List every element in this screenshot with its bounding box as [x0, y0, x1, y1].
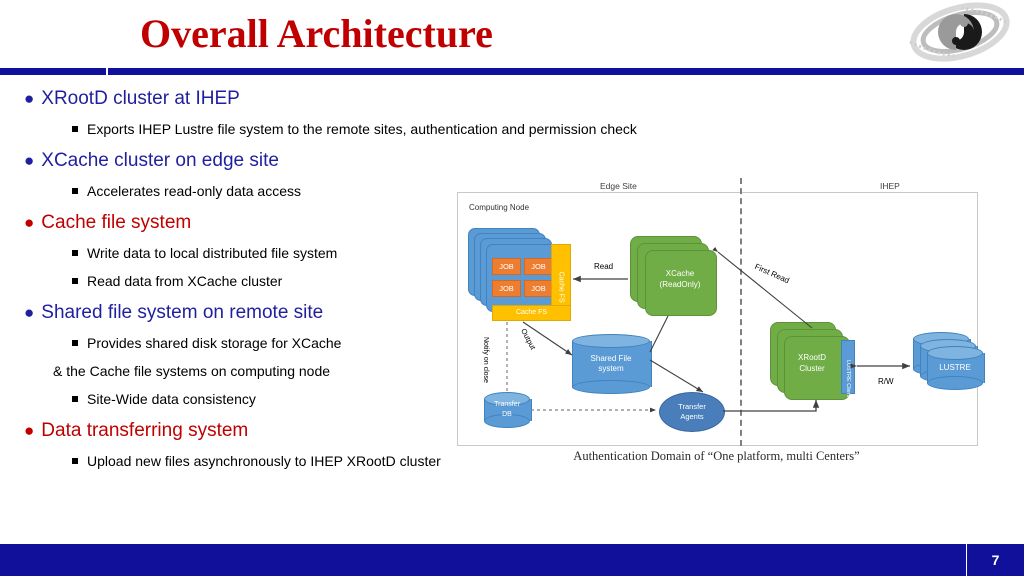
- bullet-text: & the Cache file systems on computing no…: [53, 363, 331, 379]
- cylinder-top: [572, 334, 650, 348]
- diagram-zone-label-ihep: IHEP: [880, 181, 900, 191]
- transfer-agents-line1: Transfer: [678, 402, 706, 411]
- xcache-label-line1: XCache: [665, 269, 695, 278]
- bullet-square-icon: [72, 458, 78, 464]
- bullet-square-icon: [72, 126, 78, 132]
- lustre-cylinder: LUSTRE: [927, 346, 985, 390]
- xrootd-cluster-label: XRootD Cluster: [784, 352, 840, 374]
- bullet-text: Cache file system: [41, 212, 192, 233]
- computing-node-label: Computing Node: [469, 203, 530, 212]
- cache-fs-horizontal-panel: Cache FS: [492, 305, 571, 321]
- job-box: JOB: [492, 280, 521, 297]
- bullet-square-icon: [72, 188, 78, 194]
- diagram-caption: Authentication Domain of “One platform, …: [573, 449, 860, 463]
- transfer-agents-line2: Agents: [680, 412, 704, 421]
- lustre-client-label: LUSTRE Client: [845, 360, 851, 398]
- transfer-db-label: Transfer DB: [484, 392, 530, 428]
- footer-bar: [0, 544, 1024, 576]
- job-box: JOB: [492, 258, 521, 275]
- bullet-level2: Provides shared disk storage for XCache: [72, 334, 474, 352]
- bullet-dot-icon: ●: [24, 213, 35, 232]
- shared-file-system-label: Shared File system: [572, 334, 650, 394]
- ihep-spiral-logo: [902, 2, 1014, 64]
- bullet-dot-icon: ●: [24, 151, 35, 170]
- job-box: JOB: [524, 258, 553, 275]
- bullet-level2: Read data from XCache cluster: [72, 272, 474, 290]
- transfer-db-cylinder: Transfer DB: [484, 392, 532, 428]
- bullet-level2: Accelerates read-only data access: [72, 182, 474, 200]
- transfer-agents-node: Transfer Agents: [659, 392, 725, 432]
- cylinder-bottom: [484, 414, 530, 428]
- job-box: JOB: [524, 280, 553, 297]
- footer-title: ISGC 2022: [477, 8, 547, 24]
- bullet-list: ● XRootD cluster at IHEP Exports IHEP Lu…: [24, 88, 637, 470]
- bullet-level2: Site-Wide data consistency: [72, 390, 474, 408]
- bullet-level2: Upload new files asynchronously to IHEP …: [72, 452, 474, 470]
- footer-separator: [966, 544, 967, 576]
- bullet-text: XCache cluster on edge site: [41, 150, 279, 171]
- transfer-db-line2: DB: [502, 411, 512, 418]
- cache-fs-vertical-label: Cache FS: [557, 271, 565, 303]
- xrootd-label-line1: XRootD: [797, 353, 826, 362]
- xrootd-label-line2: Cluster: [799, 364, 825, 373]
- bullet-level1: ● Shared file system on remote site: [24, 302, 474, 324]
- cylinder-top: [484, 392, 530, 406]
- edge-label-notify-on-close: Notify on close: [482, 337, 489, 383]
- page-title: Overall Architecture: [140, 11, 493, 56]
- bullet-text: Data transferring system: [41, 420, 249, 441]
- edge-label-rw: R/W: [878, 377, 894, 386]
- xcache-label: XCache (ReadOnly): [645, 268, 715, 290]
- bullet-text: Read data from XCache cluster: [87, 273, 283, 289]
- xrootd-cluster-card: [784, 336, 850, 400]
- shared-fs-line1: Shared File: [590, 354, 632, 363]
- bullet-square-icon: [72, 278, 78, 284]
- bullet-text: Write data to local distributed file sys…: [87, 245, 338, 261]
- bullet-dot-icon: ●: [24, 421, 35, 440]
- title-divider-rule: [0, 68, 1024, 75]
- bullet-dot-icon: ●: [24, 303, 35, 322]
- bullet-square-icon: [72, 250, 78, 256]
- bullet-level1: ● XRootD cluster at IHEP: [24, 88, 474, 110]
- bullet-level1: ● Cache file system: [24, 212, 474, 234]
- bullet-text: Accelerates read-only data access: [87, 183, 301, 199]
- footer-page-number: 7: [991, 552, 1000, 568]
- shared-file-system-cylinder: Shared File system: [572, 334, 652, 394]
- bullet-text: Provides shared disk storage for XCache: [87, 335, 342, 351]
- xcache-card: [645, 250, 717, 316]
- bullet-text: XRootD cluster at IHEP: [41, 88, 240, 109]
- title-divider-notch: [106, 62, 108, 76]
- diagram-zone-divider: [740, 178, 742, 446]
- lustre-label: LUSTRE: [939, 363, 971, 372]
- diagram-zone-label-edge-site: Edge Site: [600, 181, 637, 191]
- bullet-level2-continuation: & the Cache file systems on computing no…: [53, 362, 474, 380]
- computing-node-card: [486, 244, 558, 312]
- bullet-text: Shared file system on remote site: [41, 302, 324, 323]
- bullet-text: Upload new files asynchronously to IHEP …: [87, 453, 441, 469]
- bullet-square-icon: [72, 340, 78, 346]
- bullet-level1: ● XCache cluster on edge site: [24, 150, 474, 172]
- bullet-text: Site-Wide data consistency: [87, 391, 256, 407]
- xcache-label-line2: (ReadOnly): [659, 280, 701, 289]
- lustre-client-tab: LUSTRE Client: [841, 340, 855, 398]
- bullet-level2: Exports IHEP Lustre file system to the r…: [72, 120, 637, 138]
- cylinder-top: [927, 346, 983, 360]
- shared-fs-line2: system: [598, 364, 624, 373]
- transfer-db-line1: Transfer: [494, 401, 520, 408]
- bullet-text: Exports IHEP Lustre file system to the r…: [87, 121, 637, 137]
- bullet-level2: Write data to local distributed file sys…: [72, 244, 474, 262]
- cylinder-bottom: [572, 380, 650, 394]
- edge-label-read: Read: [594, 262, 614, 271]
- bullet-square-icon: [72, 396, 78, 402]
- bullet-level1: ● Data transferring system: [24, 420, 474, 442]
- cylinder-bottom: [927, 376, 983, 390]
- bullet-dot-icon: ●: [24, 89, 35, 108]
